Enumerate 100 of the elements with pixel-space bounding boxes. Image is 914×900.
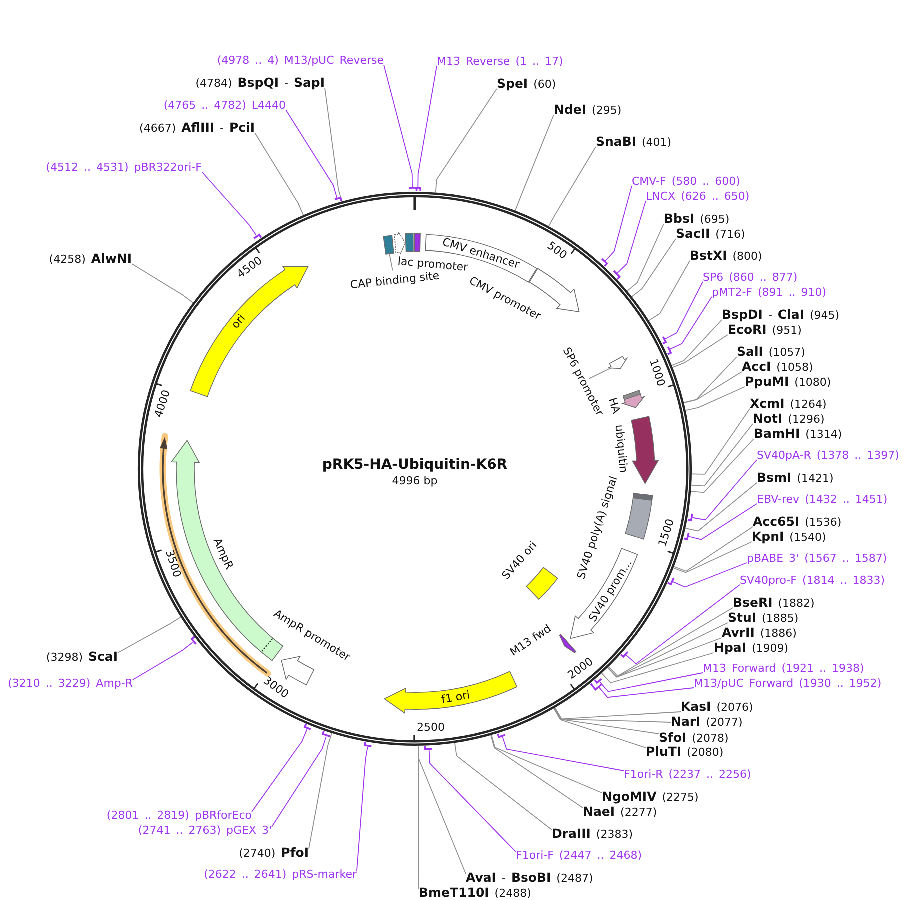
feature-block [414,233,421,253]
leader-line [118,616,182,654]
primer-binding-mark [594,678,602,684]
leader-line [548,146,596,227]
primer-site-label: (2741 .. 2763) pGEX 3' [138,824,272,838]
primer-site-label: EBV-rev (1432 .. 1451) [757,493,888,507]
leader-line [491,734,602,794]
leader-line [648,260,690,322]
primer-binding-mark [497,732,507,738]
feature-label: M13 fwd [508,623,554,660]
primer-site-label: SV40pro-F (1814 .. 1833) [740,574,886,588]
enzyme-site-label: BstXI (800) [690,249,762,264]
leader-line [202,172,257,236]
leader-line [602,652,714,684]
primer-binding-mark [304,723,312,731]
primer-binding-mark [666,577,675,586]
scale-label: 500 [544,240,569,262]
primer-binding-mark [682,532,690,541]
enzyme-site-label: (4784) BspQI - SapI [196,76,325,91]
primer-binding-mark [590,682,603,690]
enzyme-site-label: BseRI (1882) [733,596,815,611]
enzyme-site-label: BamHI (1314) [754,427,842,442]
enzyme-site-label: SacII (716) [676,227,746,242]
plasmid-name-title: pRK5-HA-Ubiquitin-K6R [322,457,508,473]
enzyme-site-label: StuI (1885) [728,611,799,626]
scale-label: 2500 [417,722,446,735]
leader-line [690,438,754,494]
enzyme-site-label: SnaBI (401) [596,135,672,150]
primer-binding-mark [322,730,332,738]
enzyme-site-label: NgoMIV (2275) [602,790,699,805]
primer-site-label: pMT2-F (891 .. 910) [712,286,827,300]
leader-line [672,562,748,588]
enzyme-site-label: AccI (1058) [742,360,814,375]
enzyme-site-label: PpuMI (1080) [745,375,832,390]
primer-site-label: (4978 .. 4) M13/pUC Reverse [217,54,384,68]
directional-feature [608,356,628,370]
leader-line [617,200,646,274]
enzyme-site-label: HpaI (1909) [714,641,789,656]
leader-line [418,66,438,188]
enzyme-site-label: BbsI (695) [664,212,730,227]
primer-binding-mark [666,346,672,356]
primer-binding-mark [190,636,197,646]
enzyme-site-label: NarI (2077) [671,715,743,730]
primer-site-label: (2801 .. 2819) pBRforEco [106,809,252,823]
enzyme-site-label: SalI (1057) [737,345,806,360]
leader-line [418,746,420,890]
directional-feature [622,390,646,409]
primer-binding-mark [408,187,418,192]
feature-block [526,567,558,600]
enzyme-site-label: AvaI - BsoBI (2487) [466,871,594,886]
leader-line [674,526,754,572]
enzyme-site-label: KasI (2076) [681,700,754,715]
feature-label: f1 ori [440,689,472,706]
leader-line [418,746,466,874]
leader-line [384,64,413,188]
scale-label: 1500 [656,518,677,549]
leader-line [684,372,742,404]
primer-binding-mark [662,336,667,345]
enzyme-site-label: BmeT110I (2488) [419,886,532,900]
leader-line [554,708,646,748]
primer-binding-mark [424,745,434,751]
leader-line [692,408,750,475]
leader-line [672,334,728,368]
enzyme-site-label: (3298) ScaI [46,650,118,665]
scale-label: 1000 [646,358,667,388]
feature-label: HA [606,396,622,416]
directional-feature [384,671,518,714]
primer-site-label: M13/pUC Forward (1930 .. 1952) [694,677,882,691]
enzyme-site-label: NdeI (295) [554,103,622,118]
leader-line [607,638,722,678]
leader-line [132,642,194,680]
enzyme-site-label: BspDI - ClaI (945) [722,308,840,323]
leader-line [692,460,758,521]
primer-site-label: (4512 .. 4531) pBR322ori-F [46,161,202,175]
primer-site-label: F1ori-F (2447 .. 2468) [516,849,642,863]
leader-line [502,736,624,772]
leader-line [664,282,704,340]
sequence-length-label: 4996 bp [392,474,438,488]
enzyme-site-label: SpeI (60) [497,77,556,92]
leader-line [356,746,368,872]
scale-label: 3500 [163,549,184,580]
leader-line [632,238,676,298]
leader-line [598,687,694,698]
primer-binding-mark [253,234,263,240]
feature-label: CAP binding site [350,270,440,292]
primer-binding-mark [613,270,621,280]
leader-line [670,296,712,350]
leader-line [691,424,754,487]
directional-feature [570,548,639,640]
enzyme-site-label: Acc65I (1536) [753,515,842,530]
enzyme-site-label: (4258) AlwNI [49,252,132,267]
leader-line [626,584,740,665]
leader-line [454,742,552,830]
primer-site-label: (3210 .. 3229) Amp-R [8,677,133,691]
leader-line [252,729,308,812]
enzyme-site-label: PluTI (2080) [646,745,724,760]
leader-line [272,736,327,828]
primer-binding-mark [686,513,694,522]
scale-label: 4000 [153,388,174,420]
enzyme-site-label: (2740) PfoI [239,846,309,861]
